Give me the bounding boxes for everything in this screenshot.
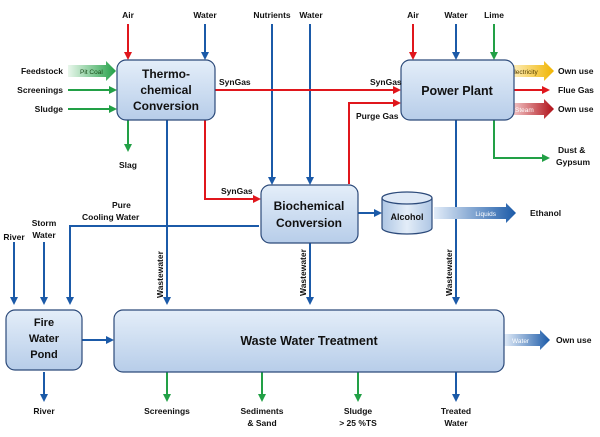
label-own-use-2: Own use (558, 104, 594, 114)
syngas-to-biochem (204, 120, 261, 203)
svg-text:Power Plant: Power Plant (421, 84, 493, 98)
label-treated: Treated (441, 406, 471, 416)
alcohol-tank: Alcohol (381, 191, 433, 235)
tag-arrows: Pit Coal Electricity Steam Liquids Water (68, 61, 554, 350)
svg-text:Fire: Fire (34, 317, 54, 329)
label-own-use-3: Own use (556, 335, 592, 345)
svg-text:Biochemical: Biochemical (274, 199, 345, 213)
svg-text:chemical: chemical (140, 83, 191, 97)
fire-water-pond-box: Fire Water Pond (5, 309, 83, 371)
svg-text:Water: Water (29, 333, 60, 345)
flow-labels: SynGas SynGas SynGas Purge Gas Slag Pure… (82, 77, 454, 298)
label-river-in: River (3, 232, 25, 242)
waste-water-treatment-box: Waste Water Treatment (113, 309, 505, 373)
svg-text:Liquids: Liquids (475, 211, 496, 218)
label-screenings-in: Screenings (17, 85, 63, 95)
right-output-labels: Own use Flue Gas Own use Dust & Gypsum E… (530, 66, 594, 345)
label-screenings-out: Screenings (144, 406, 190, 416)
label-air-2: Air (407, 10, 420, 20)
biochemical-conversion-box: Biochemical Conversion (260, 184, 359, 244)
electricity-tag: Electricity (506, 61, 554, 81)
svg-text:Electricity: Electricity (510, 69, 539, 76)
purge-gas (348, 99, 401, 184)
label-water-2: Water (299, 10, 323, 20)
bottom-output-labels: Screenings Sediments & Sand Sludge > 25 … (144, 406, 471, 428)
label-water-1: Water (193, 10, 217, 20)
left-input-labels: Feedstock Screenings Sludge (17, 66, 63, 114)
svg-text:Steam: Steam (515, 107, 534, 114)
svg-text:Alcohol: Alcohol (391, 212, 424, 222)
label-flue-gas: Flue Gas (558, 85, 594, 95)
pit-coal-tag: Pit Coal (68, 61, 116, 81)
label-lime: Lime (484, 10, 504, 20)
pure-cooling-water (66, 225, 259, 305)
flow-lines (10, 24, 550, 402)
label-own-use-1: Own use (558, 66, 594, 76)
label-slag: Slag (119, 160, 137, 170)
label-syngas-2: SynGas (370, 77, 402, 87)
label-gypsum: Gypsum (556, 157, 590, 167)
label-water-3: Water (444, 10, 468, 20)
label-dust: Dust & (558, 145, 585, 155)
svg-text:Waste Water Treatment: Waste Water Treatment (240, 334, 378, 348)
label-wastewater-1: Wastewater (155, 250, 165, 298)
label-nutrients: Nutrients (253, 10, 291, 20)
label-storm: Storm (32, 218, 57, 228)
label-treated-water: Water (444, 418, 468, 428)
left-bottom-labels: River Storm Water River (3, 218, 56, 416)
top-input-labels: Air Water Nutrients Water Air Water Lime (122, 10, 504, 20)
label-air-1: Air (122, 10, 135, 20)
label-cooling-water: Cooling Water (82, 212, 140, 222)
svg-text:Pit Coal: Pit Coal (80, 69, 103, 76)
label-sediments: Sediments (241, 406, 284, 416)
label-wastewater-3: Wastewater (444, 248, 454, 296)
water-tag: Water (504, 330, 550, 350)
svg-text:Water: Water (512, 338, 530, 345)
power-plant-box: Power Plant (400, 59, 515, 121)
label-pure: Pure (112, 200, 131, 210)
label-syngas-1: SynGas (219, 77, 251, 87)
label-sludge-out: Sludge (344, 406, 373, 416)
label-sludge-ts: > 25 %TS (339, 418, 377, 428)
label-purge-gas: Purge Gas (356, 111, 399, 121)
label-wastewater-2: Wastewater (298, 248, 308, 296)
label-syngas-3: SynGas (221, 186, 253, 196)
svg-text:Conversion: Conversion (133, 99, 199, 113)
label-sand: & Sand (247, 418, 276, 428)
svg-text:Conversion: Conversion (276, 216, 342, 230)
thermochemical-conversion-box: Thermo- chemical Conversion (116, 59, 216, 121)
label-ethanol: Ethanol (530, 208, 561, 218)
label-feedstock: Feedstock (21, 66, 63, 76)
label-storm-water: Water (32, 230, 56, 240)
steam-tag: Steam (506, 99, 554, 119)
label-river-out: River (33, 406, 55, 416)
label-sludge-in: Sludge (35, 104, 64, 114)
liquids-tag: Liquids (434, 203, 516, 223)
svg-text:Thermo-: Thermo- (142, 67, 190, 81)
svg-text:Pond: Pond (30, 349, 58, 361)
dust-out (493, 120, 550, 162)
